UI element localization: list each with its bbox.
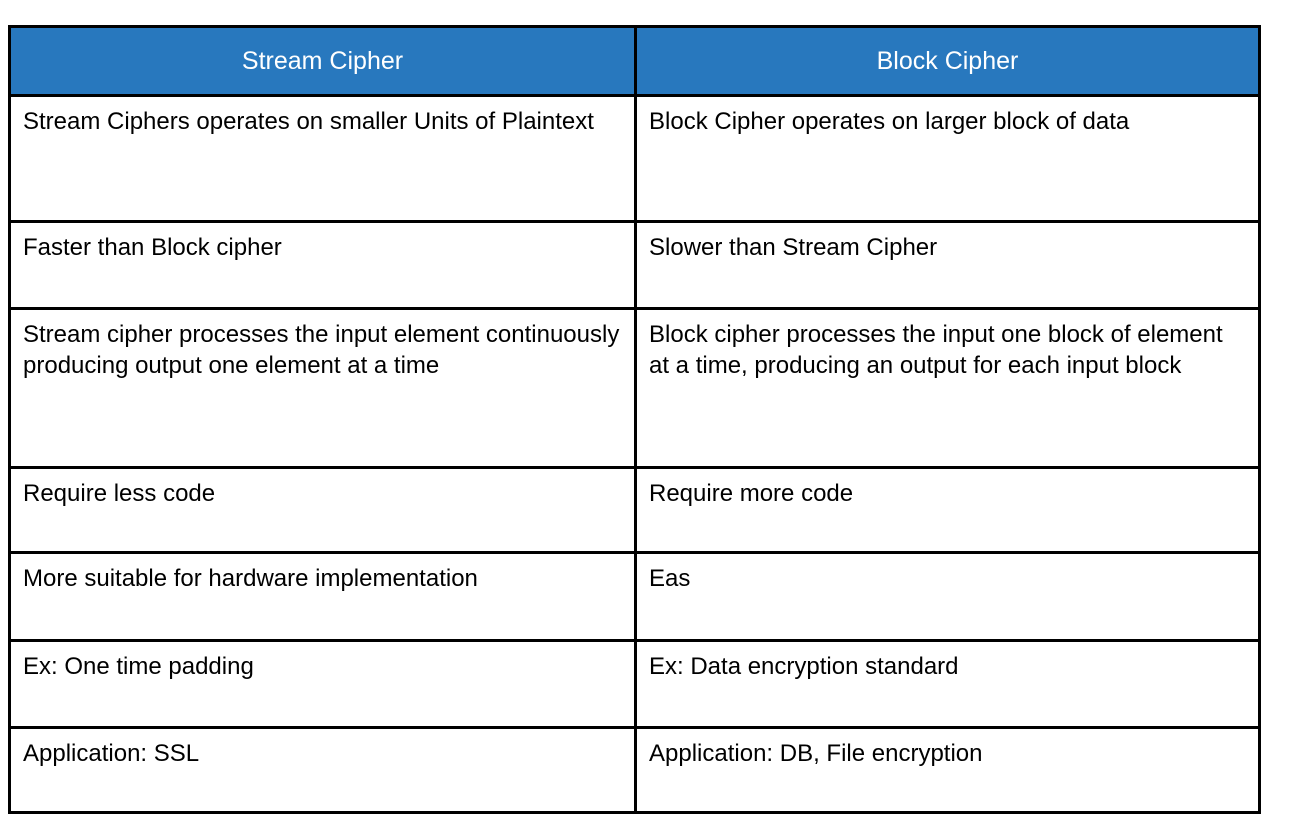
cell-stream-speed: Faster than Block cipher: [8, 220, 637, 310]
table-body: Stream Ciphers operates on smaller Units…: [8, 94, 1261, 814]
table-row: Require less code Require more code: [8, 466, 1261, 554]
cell-block-implementation: Eas: [634, 551, 1261, 642]
cell-block-speed: Slower than Stream Cipher: [634, 220, 1261, 310]
table-row: More suitable for hardware implementatio…: [8, 551, 1261, 642]
column-header-stream-cipher: Stream Cipher: [8, 25, 637, 97]
cell-stream-code-size: Require less code: [8, 466, 637, 554]
cell-block-application: Application: DB, File encryption: [634, 726, 1261, 814]
cell-stream-application: Application: SSL: [8, 726, 637, 814]
cell-stream-implementation: More suitable for hardware implementatio…: [8, 551, 637, 642]
cell-stream-example: Ex: One time padding: [8, 639, 637, 729]
table-row: Stream cipher processes the input elemen…: [8, 307, 1261, 469]
comparison-table-container: Stream Cipher Block Cipher Stream Cipher…: [8, 25, 1261, 814]
stream-vs-block-cipher-table: Stream Cipher Block Cipher Stream Cipher…: [8, 25, 1261, 814]
cell-block-operates-blocks: Block Cipher operates on larger block of…: [634, 94, 1261, 223]
cell-stream-processing: Stream cipher processes the input elemen…: [8, 307, 637, 469]
table-row: Faster than Block cipher Slower than Str…: [8, 220, 1261, 310]
table-row: Ex: One time padding Ex: Data encryption…: [8, 639, 1261, 729]
cell-block-example: Ex: Data encryption standard: [634, 639, 1261, 729]
column-header-block-cipher: Block Cipher: [634, 25, 1261, 97]
table-row: Application: SSL Application: DB, File e…: [8, 726, 1261, 814]
table-header: Stream Cipher Block Cipher: [8, 25, 1261, 97]
header-row: Stream Cipher Block Cipher: [8, 25, 1261, 97]
cell-stream-operates-units: Stream Ciphers operates on smaller Units…: [8, 94, 637, 223]
cell-block-code-size: Require more code: [634, 466, 1261, 554]
table-row: Stream Ciphers operates on smaller Units…: [8, 94, 1261, 223]
cell-block-processing: Block cipher processes the input one blo…: [634, 307, 1261, 469]
